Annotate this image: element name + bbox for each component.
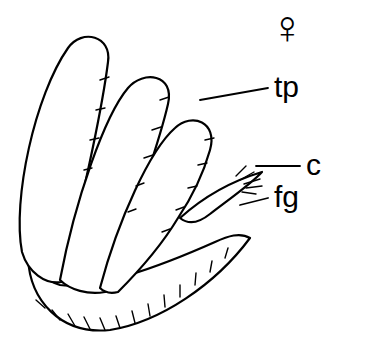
part-label: tp xyxy=(274,72,299,102)
part-label: fg xyxy=(274,182,299,212)
sex-symbol: ♀ xyxy=(270,4,305,50)
setae xyxy=(236,166,262,194)
part-label: c xyxy=(306,150,321,180)
cercus xyxy=(180,172,262,222)
